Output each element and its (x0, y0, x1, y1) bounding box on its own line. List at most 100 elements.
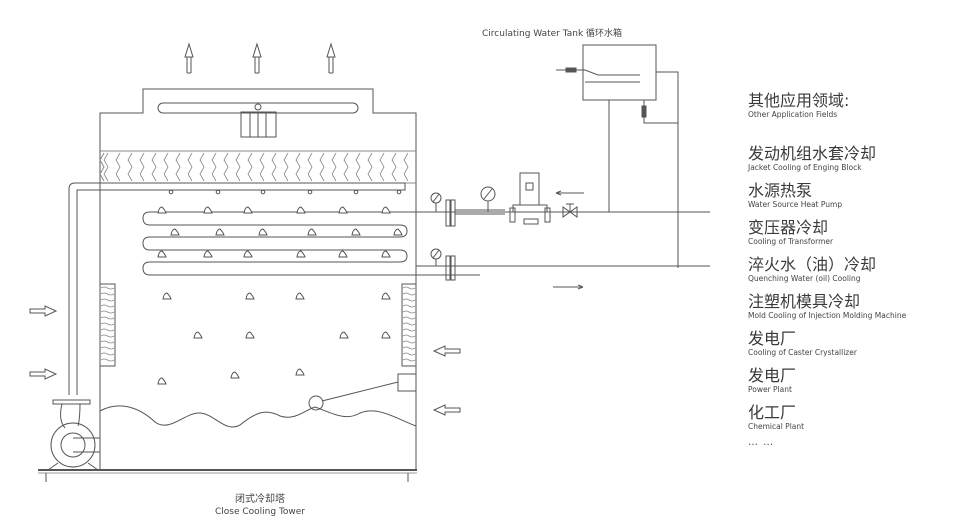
right-arrow-icon (29, 305, 58, 317)
field-item-cn: 发电厂 (748, 329, 797, 348)
water-droplet (381, 250, 391, 258)
louver-wave (402, 292, 416, 296)
water-droplet (381, 206, 391, 214)
louver-wave (402, 334, 416, 338)
louver-wave (100, 286, 115, 290)
field-item-en: Power Plant (748, 385, 792, 394)
fill-zigzag (367, 152, 373, 182)
fill-zigzag (307, 152, 313, 182)
up-arrow-icon (184, 42, 194, 74)
water-droplet (339, 331, 349, 339)
louver-wave (100, 298, 115, 302)
louver-wave (100, 346, 115, 350)
fields-heading: 其他应用领域: Other Application Fields (748, 92, 980, 120)
water-droplet (157, 206, 167, 214)
water-droplet (203, 206, 213, 214)
louver-wave (100, 340, 115, 344)
water-droplet (157, 377, 167, 385)
fill-zigzag (199, 152, 205, 182)
water-droplet (157, 250, 167, 258)
tower-label-cn: 闭式冷却塔 (235, 494, 285, 505)
fill-zigzag (211, 152, 217, 182)
fill-zigzag (223, 152, 229, 182)
louver-wave (402, 328, 416, 332)
flow-arrow-right-icon (553, 284, 584, 290)
circulation-pump (47, 399, 100, 471)
water-droplet (170, 228, 180, 236)
field-item-en: Cooling of Caster Crystallizer (748, 348, 857, 357)
heat-exchange-coil (142, 211, 480, 276)
field-item: 发电厂 Cooling of Caster Crystallizer (748, 329, 980, 358)
field-item: 变压器冷却 Cooling of Transformer (748, 218, 980, 247)
tank-label-cn: 循环水箱 (586, 29, 623, 39)
tank-label: Circulating Water Tank 循环水箱 (482, 26, 622, 39)
field-item-en: Quenching Water (oil) Cooling (748, 274, 861, 283)
field-item-cn: 化工厂 (748, 403, 797, 422)
gate-valve-icon (562, 203, 578, 218)
fields-heading-cn: 其他应用领域: (748, 91, 850, 110)
spray-nozzle (396, 189, 402, 195)
water-droplet (245, 331, 255, 339)
fill-zigzag (319, 152, 325, 182)
fill-zigzag (283, 152, 289, 182)
spray-nozzle (215, 189, 221, 195)
spray-nozzle (260, 189, 266, 195)
float-valve (308, 373, 417, 411)
field-item-en: Water Source Heat Pump (748, 200, 843, 209)
water-droplet (351, 228, 361, 236)
water-droplet (296, 250, 306, 258)
louver-wave (402, 286, 416, 290)
field-item: 水源热泵 Water Source Heat Pump (748, 181, 980, 210)
louver-wave (402, 346, 416, 350)
louver-wave (100, 358, 115, 362)
air-inlet-louver-right (401, 283, 417, 367)
field-item-cn: 水源热泵 (748, 181, 813, 200)
flange (445, 199, 456, 281)
fill-zigzag (115, 152, 121, 182)
water-droplet (245, 292, 255, 300)
field-item-cn: 注塑机模具冷却 (748, 292, 861, 311)
louver-wave (402, 316, 416, 320)
louver-wave (402, 358, 416, 362)
louver-wave (100, 304, 115, 308)
water-droplet (307, 228, 317, 236)
fill-zigzag (127, 152, 133, 182)
fill-zigzag (271, 152, 277, 182)
fill-zigzag (139, 152, 145, 182)
field-item-cn: 发动机组水套冷却 (748, 144, 877, 163)
field-item-cn: 淬火水（油）冷却 (748, 255, 877, 274)
louver-wave (100, 352, 115, 356)
fill-zigzag (235, 152, 241, 182)
inline-pump-icon (509, 172, 551, 225)
louver-wave (100, 334, 115, 338)
water-droplet (338, 250, 348, 258)
water-droplet (338, 206, 348, 214)
exhaust-arrows (184, 42, 336, 74)
fill-zigzag (259, 152, 265, 182)
field-item-en: Mold Cooling of Injection Molding Machin… (748, 311, 907, 320)
field-item: 淬火水（油）冷却 Quenching Water (oil) Cooling (748, 255, 980, 284)
field-item-en: Chemical Plant (748, 422, 805, 431)
louver-wave (100, 328, 115, 332)
tank-label-en: Circulating Water Tank (482, 29, 584, 39)
louver-wave (402, 322, 416, 326)
tower-label: 闭式冷却塔 Close Cooling Tower (170, 494, 350, 518)
fill-zigzag (343, 152, 349, 182)
louver-wave (402, 310, 416, 314)
fill-zigzag (247, 152, 253, 182)
water-droplet (296, 206, 306, 214)
field-item: 注塑机模具冷却 Mold Cooling of Injection Moldin… (748, 292, 980, 321)
spray-header (68, 182, 406, 395)
fill-zigzag (103, 152, 109, 182)
water-droplet (295, 368, 305, 376)
right-arrow-icon (29, 368, 58, 380)
fields-heading-en: Other Application Fields (748, 110, 838, 119)
field-item-en: Cooling of Transformer (748, 237, 834, 246)
louver-wave (100, 316, 115, 320)
left-arrow-icon (432, 404, 461, 416)
spray-nozzle (353, 189, 359, 195)
fill-zigzag (151, 152, 157, 182)
air-inlet-louver-left (99, 283, 116, 367)
louver-wave (402, 304, 416, 308)
